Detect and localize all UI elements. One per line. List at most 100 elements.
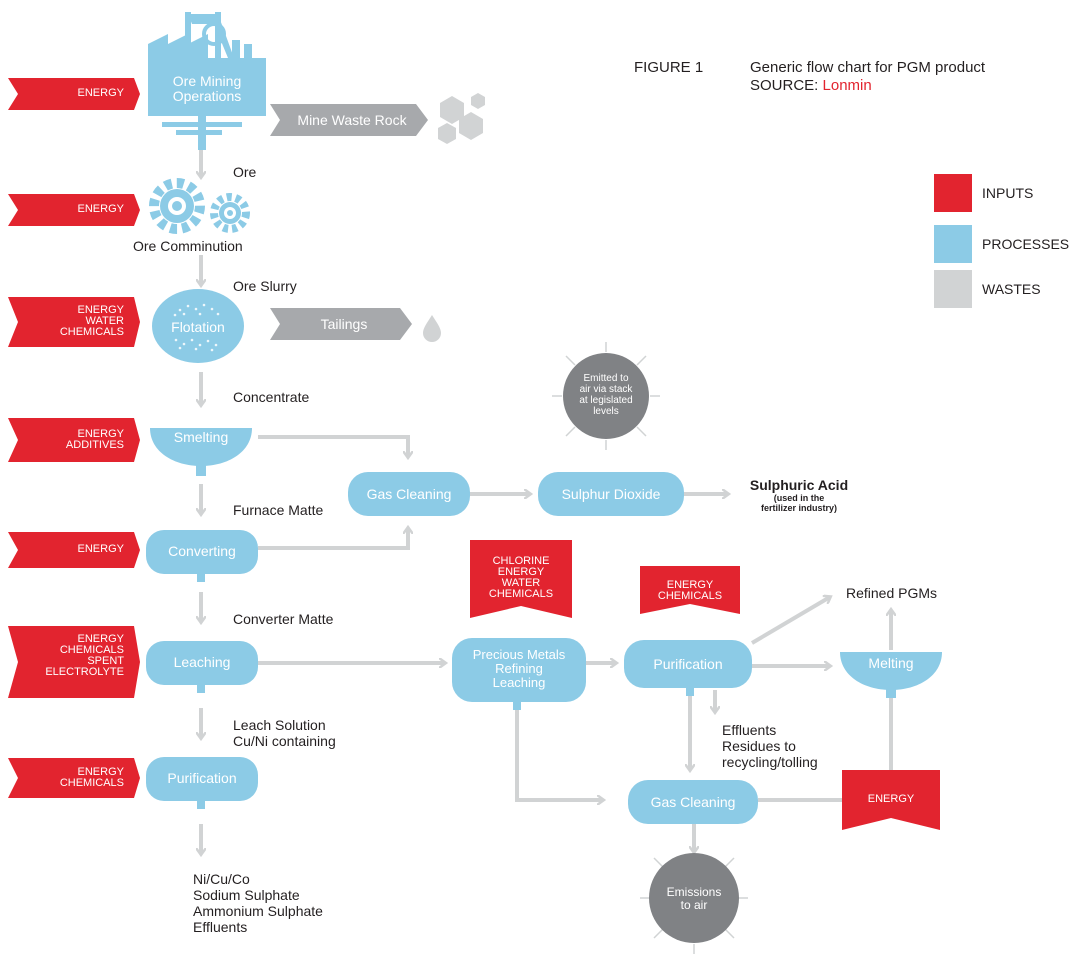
flow-label-converter-matte: Converter Matte [233, 611, 334, 627]
process-ore-mining-label: Ore Mining Operations [148, 74, 266, 104]
input-converting-text: ENERGY [34, 544, 124, 555]
input-leaching-line: ENERGY [77, 633, 124, 645]
flag-chlorine-line: ENERGY [497, 566, 545, 578]
flag-purification-line: ENERGY [666, 579, 714, 591]
gas-cleaning-bottom-shape [628, 780, 758, 824]
input-leaching-text: ENERGY CHEMICALS SPENT ELECTROLYTE [4, 634, 124, 678]
figure-source-label: SOURCE: [750, 77, 819, 94]
input-purification-left-line: CHEMICALS [59, 777, 124, 789]
input-flotation-text: ENERGY WATER CHEMICALS [14, 305, 124, 338]
legend-inputs-label: INPUTS [982, 185, 1034, 201]
flow-label-effluents-line: Residues to [722, 738, 796, 754]
flow-label-sulphuric-acid: Sulphuric Acid [749, 477, 849, 493]
flow-label-products-line: Effluents [193, 919, 248, 935]
flow-label-refined-pgms: Refined PGMs [846, 585, 938, 601]
input-leaching-line: ELECTROLYTE [45, 666, 124, 678]
emission-stack-line: air via stack [579, 384, 633, 395]
mine-building-icon [148, 12, 266, 150]
input-comminution-line: ENERGY [77, 203, 124, 215]
flag-purification-text: ENERGY CHEMICALS [640, 580, 740, 602]
input-arrow-comminution [8, 194, 140, 226]
waste-arrow-tailings [270, 308, 412, 340]
input-mining-text: ENERGY [34, 88, 124, 99]
input-comminution-text: ENERGY [34, 204, 124, 215]
input-smelting-text: ENERGY ADDITIVES [14, 429, 124, 451]
process-converting-label: Converting [168, 543, 236, 559]
flow-label-products-line: Ni/Cu/Co [193, 871, 250, 887]
waste-arrow-mine-rock [270, 104, 428, 136]
process-pm-refining-label: Precious Metals Refining Leaching [452, 648, 586, 690]
air-emission-circle [640, 842, 748, 954]
legend-swatch-inputs [934, 174, 972, 212]
process-ore-mining-line: Ore Mining [172, 73, 242, 89]
legend-swatch-wastes [934, 270, 972, 308]
flow-label-effluents-line: recycling/tolling [722, 754, 818, 770]
melting-shape [840, 652, 942, 698]
input-flag-purification [640, 566, 740, 614]
rock-icon [438, 93, 485, 144]
input-flag-chlorine [470, 540, 572, 618]
legend-processes-label: PROCESSES [982, 236, 1070, 252]
flow-label-ore-slurry: Ore Slurry [233, 278, 297, 294]
emission-air-text: Emissions to air [650, 886, 738, 912]
process-purification-right-label: Purification [653, 656, 723, 672]
flow-label-products-line: Sodium Sulphate [193, 887, 300, 903]
process-purification-left-label: Purification [167, 770, 237, 786]
flow-label-leach-solution: Leach Solution Cu/Ni containing [233, 717, 336, 749]
leaching-shape [146, 641, 258, 693]
input-arrow-mining [8, 78, 140, 110]
input-flotation-line: WATER [85, 315, 125, 327]
input-arrow-converting [8, 532, 140, 568]
legend-swatch-processes [934, 225, 972, 263]
input-converting-line: ENERGY [77, 543, 124, 555]
waste-mine-rock-label: Mine Waste Rock [297, 112, 407, 128]
input-arrow-leaching [8, 626, 140, 698]
input-arrow-flotation [8, 297, 140, 347]
droplet-icon [423, 315, 441, 342]
process-gas-cleaning-bottom-label: Gas Cleaning [650, 794, 736, 810]
flow-label-leach-solution-line: Cu/Ni containing [233, 733, 336, 749]
process-ore-comminution-label: Ore Comminution [133, 238, 243, 254]
flow-label-sulphuric-acid-note-line: (used in the [773, 493, 825, 503]
figure-caption: Generic flow chart for PGM product [750, 59, 986, 76]
legend-wastes-label: WASTES [982, 281, 1041, 297]
purification-left-shape [146, 757, 258, 809]
flow-label-products-line: Ammonium Sulphate [193, 903, 323, 919]
process-leaching-label: Leaching [173, 654, 231, 670]
process-ore-mining-line: Operations [172, 88, 242, 104]
flow-label-leach-solution-line: Leach Solution [233, 717, 326, 733]
flow-label-sulphuric-acid-note-line: fertilizer industry) [760, 503, 837, 513]
flow-label-sulphuric-acid-note: (used in the fertilizer industry) [744, 493, 854, 513]
input-mining-line: ENERGY [77, 87, 124, 99]
emission-stack-line: levels [593, 406, 619, 417]
process-smelting-label: Smelting [173, 429, 229, 445]
flow-label-concentrate: Concentrate [233, 389, 310, 405]
input-purification-left-line: ENERGY [77, 766, 124, 778]
emission-stack-line: Emitted to [583, 373, 629, 384]
process-pm-refining-line: Leaching [492, 675, 546, 690]
flow-label-products: Ni/Cu/Co Sodium Sulphate Ammonium Sulpha… [193, 871, 323, 935]
process-pm-refining-line: Precious Metals [472, 647, 566, 662]
gas-cleaning-top-shape [348, 472, 470, 516]
flag-chlorine-text: CHLORINE ENERGY WATER CHEMICALS [470, 556, 572, 600]
input-flotation-line: ENERGY [77, 304, 124, 316]
input-purification-left-text: ENERGY CHEMICALS [14, 767, 124, 789]
input-leaching-line: SPENT [87, 655, 124, 667]
input-smelting-line: ADDITIVES [65, 439, 124, 451]
flow-label-furnace-matte: Furnace Matte [233, 502, 324, 518]
emission-stack-line: at legislated [579, 395, 633, 406]
figure-source: SOURCE: Lonmin [750, 77, 872, 94]
process-flotation-label: Flotation [171, 319, 225, 335]
figure-source-name: Lonmin [822, 77, 872, 94]
figure-label: FIGURE 1 [634, 59, 704, 76]
emission-air-line: to air [680, 898, 708, 912]
flag-chlorine-line: CHLORINE [492, 555, 550, 567]
process-melting-label: Melting [868, 655, 914, 671]
process-sulphur-dioxide-label: Sulphur Dioxide [561, 486, 661, 502]
connector-arrows [201, 148, 891, 854]
input-leaching-line: CHEMICALS [59, 644, 124, 656]
emission-stack-text: Emitted to air via stack at legislated l… [563, 373, 649, 417]
waste-tailings-label: Tailings [320, 316, 368, 332]
